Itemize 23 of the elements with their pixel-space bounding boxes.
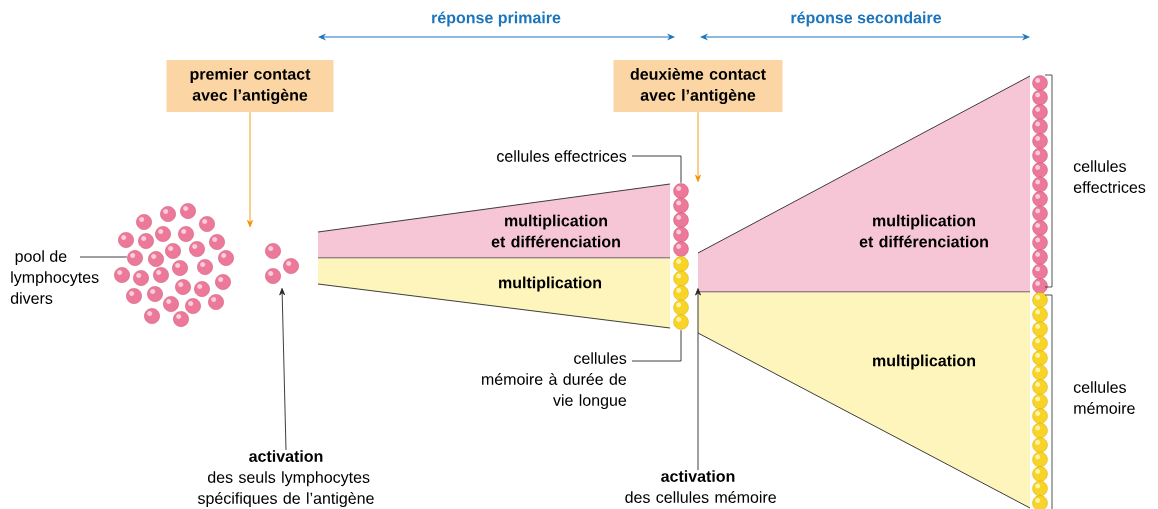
arrow (695, 288, 701, 471)
contact-box: deuxième contact avec l’antigène (613, 60, 783, 112)
cell-column-drawing (673, 183, 689, 257)
annotation-text: activation des seuls lymphocytes spécifiques de l’antigène (197, 450, 374, 508)
arrow (279, 288, 287, 451)
leader-line (631, 155, 682, 184)
cell-column-drawing (673, 256, 689, 330)
arrow (695, 111, 701, 182)
heading-label: réponse secondaire (791, 11, 941, 27)
heading-label: réponse primaire (432, 11, 561, 27)
annotation-text: cellules effectrices (497, 150, 627, 162)
annotation-text: cellules mémoire (1073, 381, 1135, 414)
leader-line (79, 256, 128, 258)
annotation-text: cellules mémoire à durée de vie longue (482, 352, 627, 410)
contact-box: premier contact avec l’antigène (166, 60, 334, 112)
annotation-text: pool de lymphocytes divers (10, 250, 99, 304)
cell-cluster-drawing (265, 243, 299, 284)
arrow (247, 111, 253, 228)
leader-line (631, 329, 682, 362)
growth-band: multiplication (317, 258, 671, 329)
annotation-text: cellules effectrices (1073, 160, 1146, 193)
lymphocyte-cluster-drawing (114, 203, 234, 327)
growth-band: multiplication et différenciation (317, 183, 671, 259)
